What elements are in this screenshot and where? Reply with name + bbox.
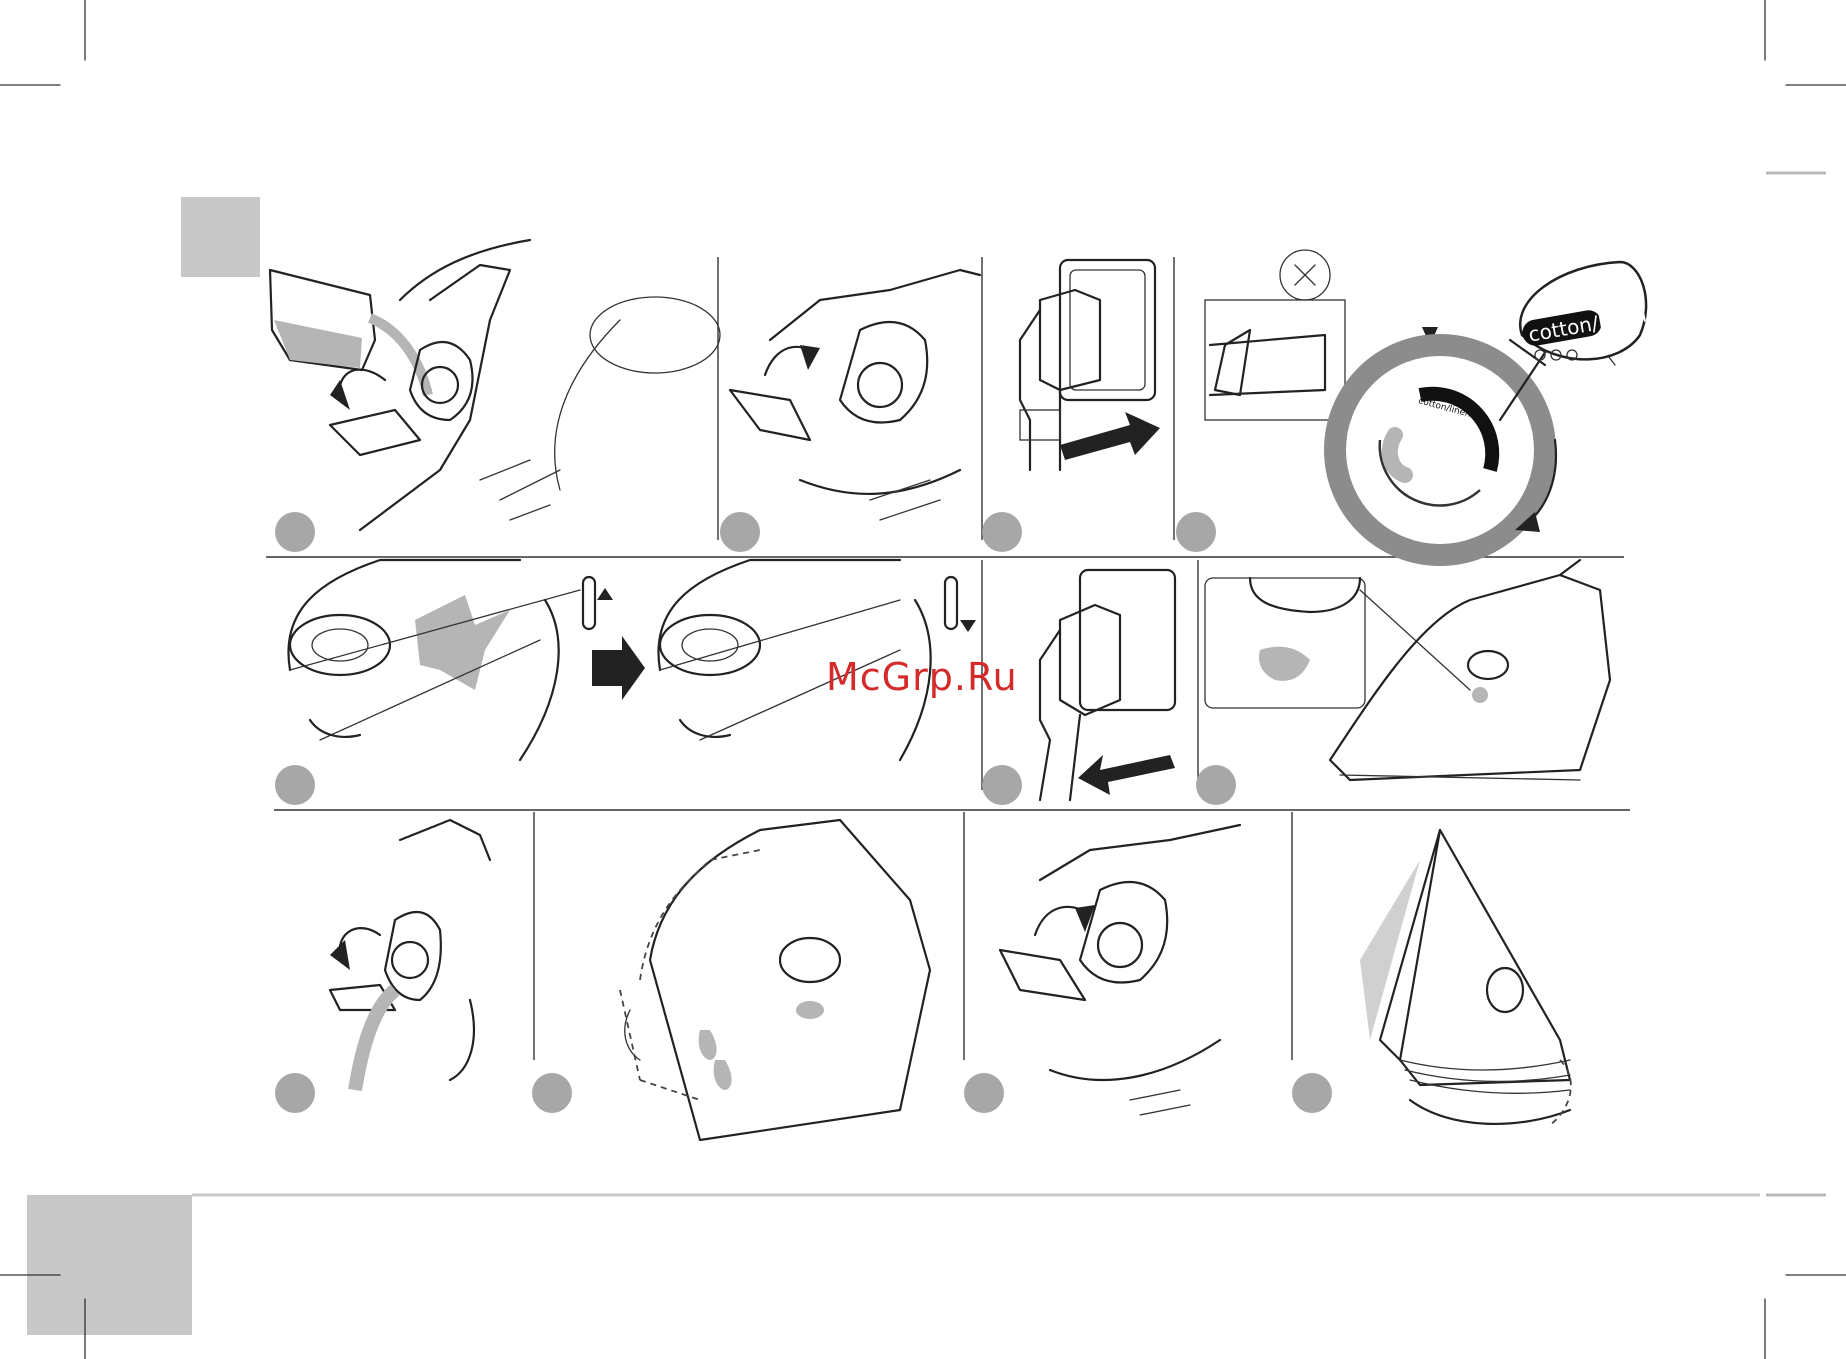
- iron-upright: [1400, 830, 1570, 1085]
- panel-shake: [532, 820, 930, 1140]
- step-badge-4: [1176, 512, 1216, 552]
- panel-plug-in: [982, 260, 1160, 552]
- step-badge-7: [1196, 765, 1236, 805]
- watermark-text: McGrp.Ru: [826, 655, 1018, 699]
- panel-empty-water: [275, 820, 490, 1113]
- step-badge-3: [982, 512, 1022, 552]
- wall-socket-2: [1080, 570, 1175, 710]
- closeup-frame: [1205, 578, 1365, 708]
- iron-overview: [1330, 575, 1610, 780]
- panel-dial: cotton/linen cotton/linen: [1176, 250, 1648, 555]
- step-badge-9: [532, 1073, 572, 1113]
- iron-tilted: [650, 820, 930, 1140]
- fill-cap: [330, 410, 420, 455]
- wrapped-cord: [1400, 1060, 1570, 1093]
- panel-store: [1292, 830, 1571, 1125]
- iron-body-1: [360, 265, 510, 530]
- step-badge-8: [275, 1073, 315, 1113]
- panel-heating: [275, 560, 645, 805]
- step-badge-10: [964, 1073, 1004, 1113]
- unplug-arrow: [1078, 755, 1175, 795]
- panel-close-cap: [720, 270, 980, 552]
- step-badge-6: [982, 765, 1022, 805]
- selfclean-button: [1259, 647, 1310, 681]
- step-badge-2: [720, 512, 760, 552]
- plug-body-2: [1060, 605, 1120, 715]
- water-pouring-out: [355, 990, 395, 1090]
- dial-highlight: [1390, 435, 1405, 475]
- panel-fill-water: [270, 240, 720, 552]
- step-badge-1: [275, 512, 315, 552]
- plug-in-arrow: [1060, 412, 1160, 460]
- step-badge-11: [1292, 1073, 1332, 1113]
- drop-1: [699, 1030, 717, 1060]
- zoom-ellipse: [590, 297, 720, 373]
- dial-top: [780, 938, 840, 982]
- closed-cap: [730, 390, 810, 440]
- panel-selfclean: [1196, 560, 1610, 805]
- thermometer-up-icon: [583, 577, 595, 629]
- wall-socket: [1060, 260, 1155, 400]
- panel-close-cap-2: [964, 825, 1240, 1115]
- soleplate-shade: [1360, 860, 1420, 1040]
- temperature-dial-ring: [1335, 345, 1545, 555]
- step-badge-5: [275, 765, 315, 805]
- open-arrow-1: [339, 370, 385, 400]
- dial-lever: [1215, 330, 1250, 395]
- thermometer-down-icon: [945, 577, 957, 629]
- next-arrow: [592, 636, 645, 700]
- drop-2: [714, 1060, 732, 1090]
